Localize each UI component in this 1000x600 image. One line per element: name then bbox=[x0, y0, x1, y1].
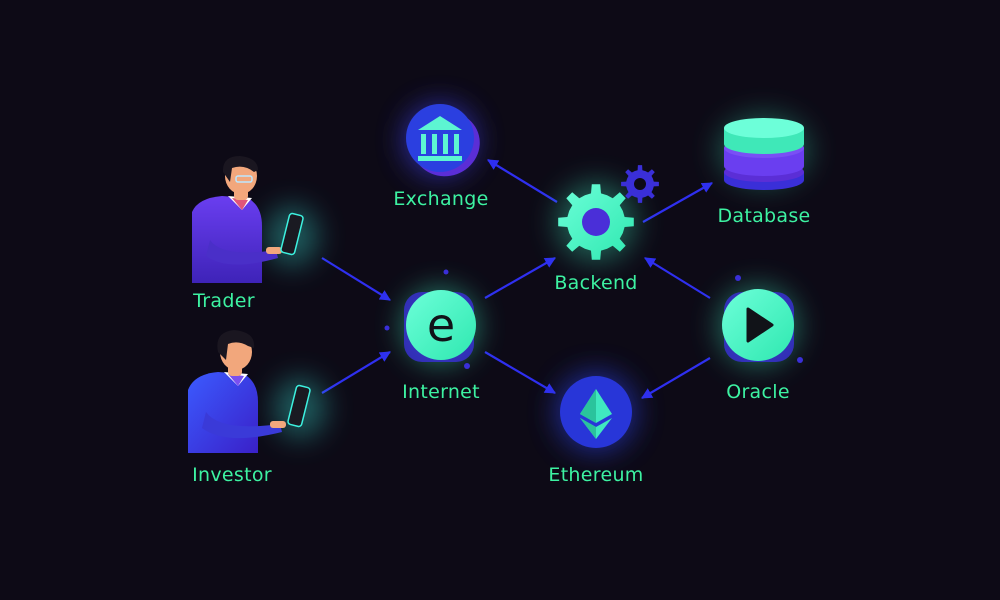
database-node bbox=[718, 114, 810, 190]
database-stack-icon bbox=[724, 118, 804, 190]
edge-investor-internet bbox=[321, 351, 391, 394]
edge-trader-internet bbox=[321, 257, 391, 301]
trader-torso bbox=[192, 196, 262, 283]
ethereum-diamond-icon bbox=[580, 389, 612, 439]
exchange-node bbox=[404, 104, 480, 177]
trader-label: Trader bbox=[193, 290, 255, 312]
bank-building-icon bbox=[418, 116, 462, 161]
play-icon bbox=[746, 307, 774, 343]
edges bbox=[321, 159, 713, 399]
investor-torso bbox=[188, 372, 258, 453]
investor-phone-icon bbox=[287, 384, 311, 428]
backend-node bbox=[556, 165, 659, 262]
investor-label: Investor bbox=[192, 464, 272, 486]
ethereum-label: Ethereum bbox=[548, 464, 644, 486]
edge-backend-exchange bbox=[487, 159, 558, 203]
oracle-label: Oracle bbox=[726, 381, 790, 403]
exchange-label: Exchange bbox=[393, 188, 489, 210]
internet-node: e bbox=[384, 269, 478, 369]
edge-oracle-ethereum bbox=[641, 357, 711, 399]
trader-figure bbox=[192, 156, 318, 283]
e-letter-icon bbox=[406, 290, 476, 360]
edge-internet-ethereum bbox=[484, 351, 556, 394]
edge-oracle-backend bbox=[644, 257, 711, 299]
edge-backend-database bbox=[642, 182, 713, 223]
internet-glyph: e bbox=[427, 298, 455, 352]
oracle-node bbox=[718, 275, 803, 366]
backend-label: Backend bbox=[554, 272, 638, 294]
trader-phone-icon bbox=[280, 212, 304, 256]
database-label: Database bbox=[717, 205, 811, 227]
ethereum-node bbox=[556, 372, 636, 452]
investor-figure bbox=[188, 330, 326, 453]
edge-internet-backend bbox=[484, 257, 556, 299]
internet-label: Internet bbox=[402, 381, 480, 403]
